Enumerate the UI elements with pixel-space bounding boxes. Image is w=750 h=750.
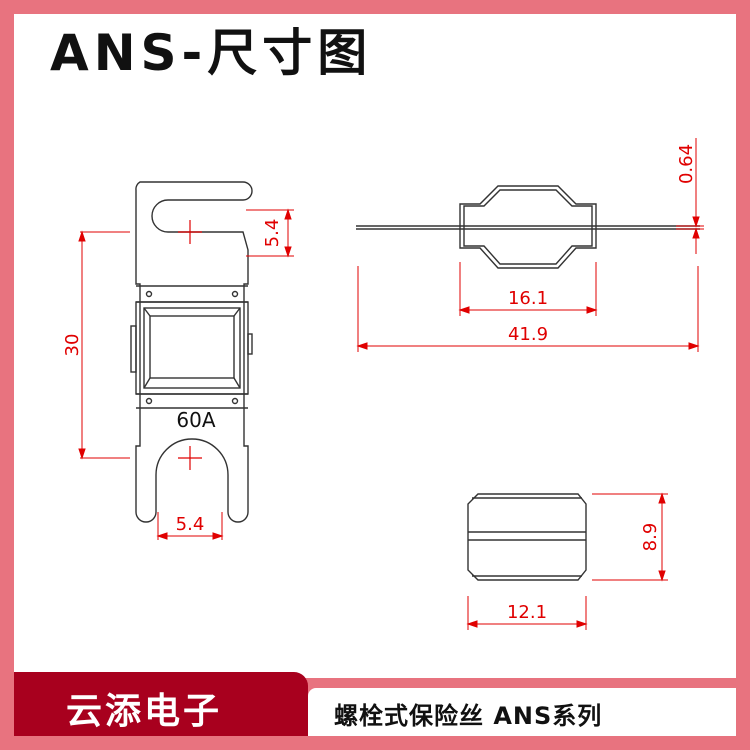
dim-overall-width: 41.9 [508, 324, 548, 345]
brand-name: 云添电子 [66, 691, 223, 732]
dim-body-depth: 12.1 [507, 602, 547, 623]
dim-body-height: 8.9 [640, 523, 661, 552]
series-banner: 螺栓式保险丝 ANS系列 [308, 688, 736, 736]
page-title: ANS-尺寸图 [50, 24, 373, 82]
dim-slot-width-bottom: 5.4 [176, 514, 205, 535]
series-name: 螺栓式保险丝 ANS系列 [334, 702, 603, 730]
dim-slot-width-top: 5.4 [262, 219, 283, 248]
brand-banner: 云添电子 [14, 672, 308, 736]
front-view-dimensions [78, 208, 294, 540]
centre-marks [178, 220, 202, 470]
fuse-end-view [467, 493, 587, 581]
dim-total-length: 30 [62, 334, 83, 357]
end-view-dimensions [466, 492, 668, 630]
dim-body-width: 16.1 [508, 288, 548, 309]
fuse-side-view [356, 185, 700, 269]
side-view-dimensions [356, 138, 704, 352]
dim-thickness: 0.64 [676, 144, 697, 184]
fuse-front-view [130, 181, 253, 523]
fuse-rating-label: 60A [176, 408, 215, 432]
